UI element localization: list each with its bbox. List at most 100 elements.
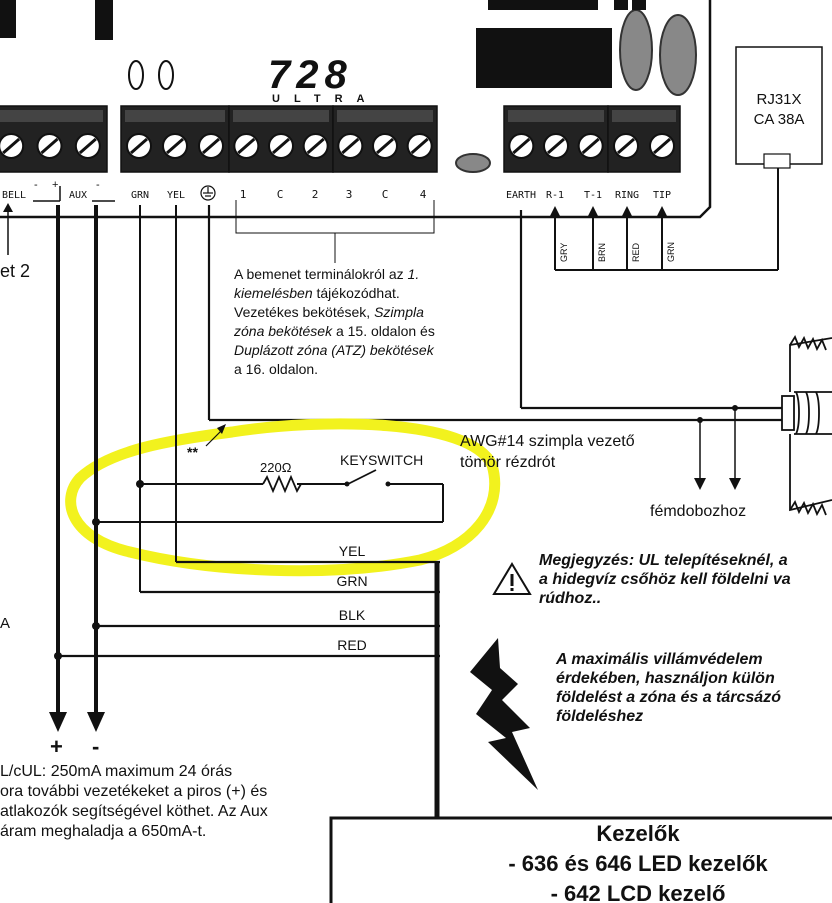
phone-wire-label: RED xyxy=(631,242,641,262)
box-tap-2-head xyxy=(729,478,741,490)
resistor-label: 220Ω xyxy=(260,460,292,475)
bell-up-arrow xyxy=(3,203,13,255)
terminal-label: YEL xyxy=(167,190,185,201)
warning-dot xyxy=(510,588,514,591)
lightning-note-line3: földelést a zóna és a tárcsázó xyxy=(556,689,781,706)
terminal-label: 4 xyxy=(420,188,427,201)
terminal-label: AUX xyxy=(69,190,87,201)
resistor-symbol xyxy=(262,474,302,494)
ul-note: Megjegyzés: UL telepítéseknél, a a hideg… xyxy=(539,551,832,608)
phone-wire-arrow xyxy=(621,206,633,218)
relay-block xyxy=(476,28,612,88)
power-minus-arrow xyxy=(87,712,105,732)
screw-slot xyxy=(653,137,671,155)
bottom-note-line3: atlakozók segítségével köthet. Az Aux xyxy=(0,803,268,820)
rj31x-box xyxy=(735,46,823,165)
terminal-label: C xyxy=(382,188,389,201)
terminal-blocks xyxy=(0,105,681,173)
input-note-line4: zóna bekötések a 15. oldalon és xyxy=(233,323,435,339)
lightning-note-line4: földeléshez xyxy=(556,708,644,725)
screw-slot xyxy=(237,137,256,155)
pipe-jagged-bottom xyxy=(789,500,827,517)
pipe-edges xyxy=(794,391,832,435)
clamp-left xyxy=(781,395,795,431)
zone-input-block-3 xyxy=(332,105,438,173)
earth-wire xyxy=(207,205,782,422)
junction-grn xyxy=(136,480,144,488)
board-components xyxy=(0,0,697,173)
asterisk-pointer-head xyxy=(217,424,226,434)
phone-wire-1: BRN xyxy=(587,206,607,270)
keypads-line2: - 642 LCD kezelő xyxy=(551,881,726,903)
bell-minus: - xyxy=(34,179,38,191)
ul-note-line1: Megjegyzés: UL telepítéseknél, a xyxy=(539,552,788,569)
keyswitch-circuit xyxy=(96,205,444,592)
lightning-note: A maximális villámvédelem érdekében, has… xyxy=(556,650,832,726)
terminal-label: RING xyxy=(615,190,639,201)
input-note-line2-em: kiemelésben xyxy=(234,285,313,301)
power-wires xyxy=(56,205,98,714)
phone-wire-label: GRN xyxy=(666,242,676,262)
awg-label-2: tömör rézdrót xyxy=(460,454,556,471)
box-tap-1-head xyxy=(694,478,706,490)
input-note-line1-pre: A bemenet terminálokról az xyxy=(234,266,408,282)
rj31x-line2: CA 38A xyxy=(754,111,805,128)
junction-blk xyxy=(92,622,100,630)
zone-bracket xyxy=(235,200,435,263)
phone-wire-arrow xyxy=(656,206,668,218)
phone-wire-2: RED xyxy=(621,206,641,270)
warning-icon xyxy=(492,562,532,595)
box-tap-1-dot xyxy=(697,417,703,423)
phone-block-1 xyxy=(503,105,609,173)
box-tap-2-dot xyxy=(732,405,738,411)
screw-slot xyxy=(2,137,21,155)
switch-contact-2 xyxy=(385,481,391,487)
input-note-line1: A bemenet terminálokról az 1. xyxy=(234,266,419,282)
zone-input-block-1 xyxy=(120,105,230,173)
junction-red xyxy=(54,652,62,660)
keypads-title: Kezelők xyxy=(596,821,680,846)
rj31x-plug xyxy=(763,153,791,169)
capacitor-2 xyxy=(158,60,174,90)
bus-label: RED xyxy=(337,637,367,653)
screw-slot xyxy=(130,137,148,155)
screw-slot xyxy=(547,137,565,155)
zone-input-block-2-top xyxy=(233,110,329,122)
rj31x-jack: RJ31X CA 38A xyxy=(735,46,823,169)
terminal-label: R-1 xyxy=(546,190,564,201)
phone-wire-label: BRN xyxy=(597,243,607,262)
pipe-body xyxy=(789,337,832,512)
capacitor-1 xyxy=(128,60,144,90)
input-note-line4-em: zóna bekötések xyxy=(233,323,333,339)
phone-block-2 xyxy=(607,105,681,173)
screw-slot xyxy=(341,137,360,155)
terminal-label: TIP xyxy=(653,190,671,201)
ul-note-line2: a hidegvíz csőhöz kell földelni va xyxy=(539,571,791,588)
input-note-line6: a 16. oldalon. xyxy=(234,361,318,377)
pipe-jagged-top xyxy=(789,335,827,352)
input-note-line1-em: 1. xyxy=(408,266,420,282)
left-cut-label-1: et 2 xyxy=(0,261,30,281)
screw-slot xyxy=(581,137,600,155)
asterisk-marker: ** xyxy=(187,444,198,460)
screw-slot xyxy=(78,137,97,155)
keypads-box: Kezelők - 636 és 646 LED kezelők - 642 L… xyxy=(329,816,832,903)
awg-label-1: AWG#14 szimpla vezető xyxy=(460,433,635,450)
input-note-line3-pre: Vezetékes bekötések, xyxy=(234,304,374,320)
component-left-2 xyxy=(95,0,113,40)
screw-slot xyxy=(202,137,220,155)
input-note-line3: Vezetékes bekötések, Szimpla xyxy=(234,304,424,320)
circuit-board xyxy=(0,0,712,219)
terminal-label: 2 xyxy=(312,188,319,201)
power-plus-label: + xyxy=(50,734,63,759)
rj31x-line1: RJ31X xyxy=(756,91,801,108)
zone-input-block-2 xyxy=(228,105,334,173)
brand-word: ULTRA xyxy=(272,93,378,105)
asterisk-pointer xyxy=(205,424,226,447)
bottom-note: L/cUL: 250mA maximum 24 órás ora további… xyxy=(0,762,325,842)
screw-slot xyxy=(410,137,429,155)
